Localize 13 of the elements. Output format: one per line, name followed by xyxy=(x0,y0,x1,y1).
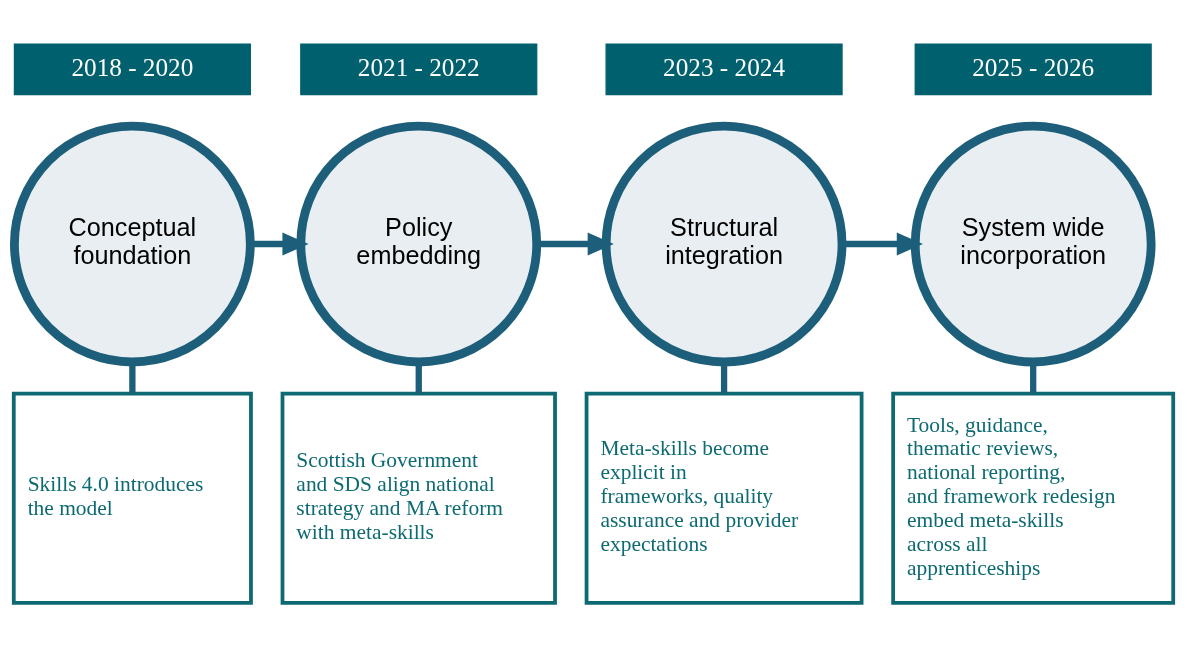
node-circle: System wide incorporation xyxy=(910,121,1156,366)
arrow xyxy=(842,232,923,255)
node-circle: Conceptual foundation xyxy=(10,121,255,366)
node-box: 2025 - 2026 xyxy=(914,42,1152,95)
node-box: Skills 4.0 introduces the model xyxy=(11,391,253,605)
node-box: Meta-skills become explicit in frameworks, quality assurance and provider expectations xyxy=(584,391,864,605)
node-box: 2018 - 2020 xyxy=(13,42,251,95)
node-box: 2023 - 2024 xyxy=(605,42,843,95)
node-circle: Policy embedding xyxy=(296,121,542,366)
node-box: Tools, guidance, thematic reviews, national reporting, and framework redesign embed meta-skills across all apprenticeships xyxy=(891,391,1176,605)
node-box: Scottish Government and SDS align national strategy and MA reform with meta-skills xyxy=(280,391,557,605)
node-box: 2021 - 2022 xyxy=(300,42,538,95)
node-circle: Structural integration xyxy=(601,121,847,366)
